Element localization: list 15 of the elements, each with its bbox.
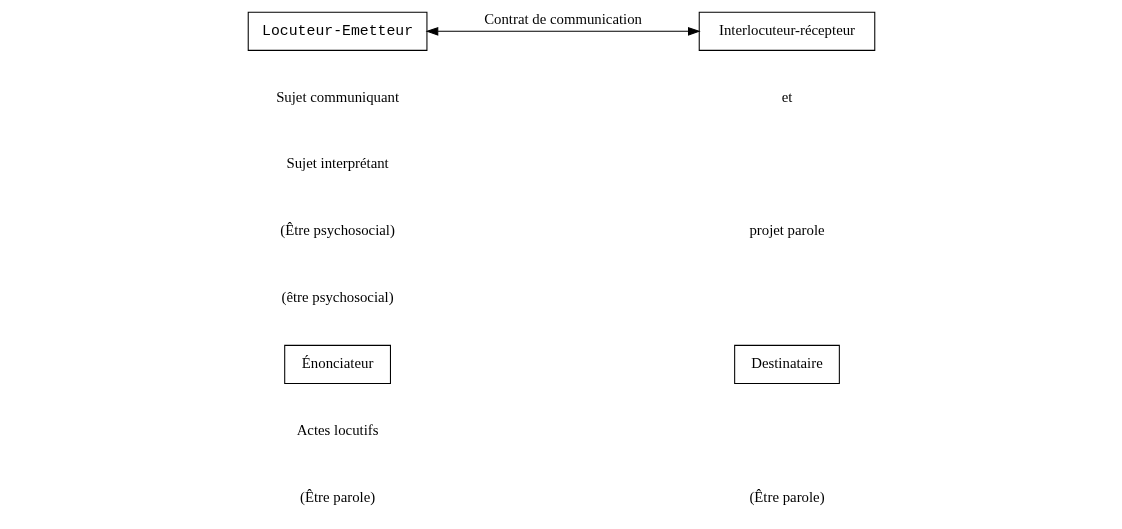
label: Actes locutifs: [296, 421, 378, 438]
node-box: Destinataire: [733, 344, 840, 384]
label: et: [781, 88, 792, 105]
node-box: Énonciateur: [283, 344, 391, 384]
label: (Être psychosocial): [279, 222, 395, 239]
label: (Être parole): [748, 488, 825, 505]
label: projet parole: [748, 222, 825, 239]
label: Sujet communiquant: [275, 88, 399, 105]
node-box: Interlocuteur-récepteur: [698, 11, 875, 51]
label: (être psychosocial): [281, 288, 394, 305]
edge-label: Contrat de communication: [483, 11, 642, 28]
arrow: [425, 26, 701, 36]
label: Sujet interprétant: [285, 155, 389, 172]
node-box: Locuteur-Emetteur: [247, 11, 427, 51]
label: (Être parole): [299, 488, 375, 505]
